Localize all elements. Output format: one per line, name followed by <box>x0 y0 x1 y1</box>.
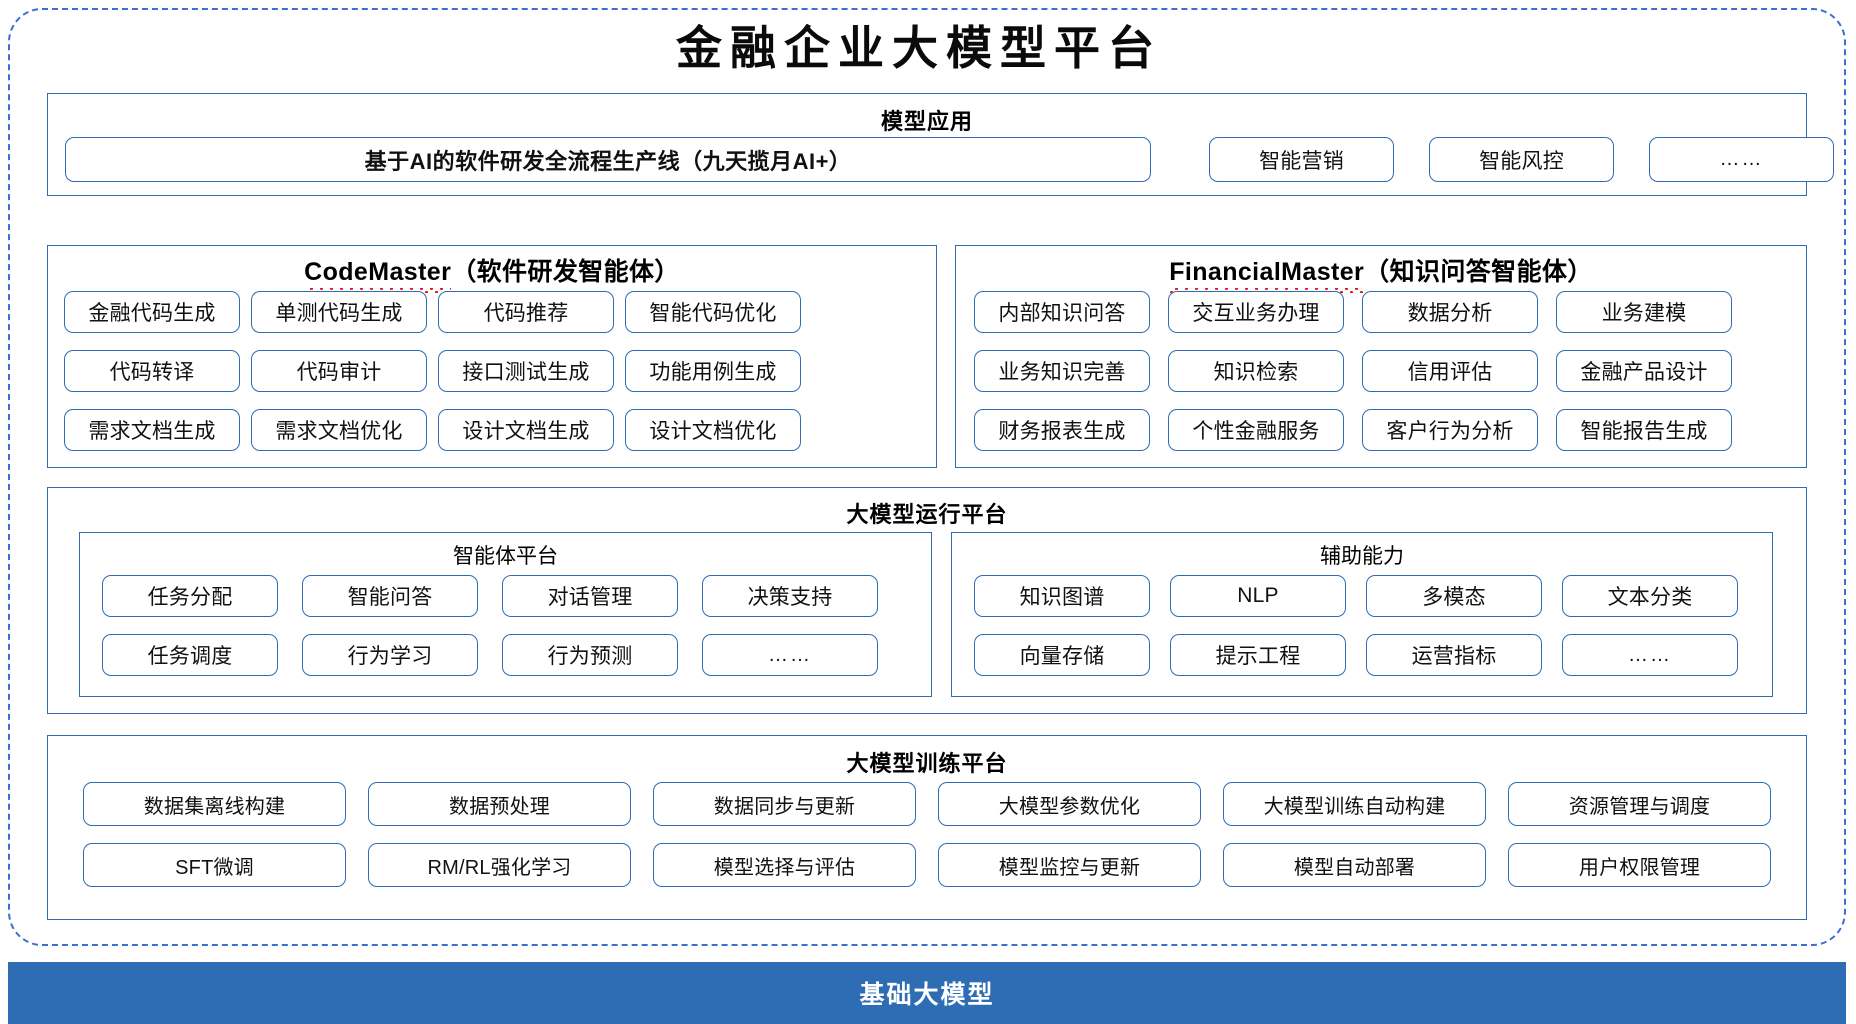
app-item-smart-marketing[interactable]: 智能营销 <box>1209 137 1394 182</box>
financialmaster-item[interactable]: 金融产品设计 <box>1556 350 1732 392</box>
agent-platform-item[interactable]: 智能问答 <box>302 575 478 617</box>
auxiliary-item[interactable]: 文本分类 <box>1562 575 1738 617</box>
training-item[interactable]: 用户权限管理 <box>1508 843 1771 887</box>
section-training-platform: 大模型训练平台 数据集离线构建 数据预处理 数据同步与更新 大模型参数优化 大模… <box>47 735 1807 920</box>
training-item[interactable]: 资源管理与调度 <box>1508 782 1771 826</box>
financialmaster-item[interactable]: 数据分析 <box>1362 291 1538 333</box>
financialmaster-item[interactable]: 业务建模 <box>1556 291 1732 333</box>
app-item-more[interactable]: …… <box>1649 137 1834 182</box>
section-model-application: 模型应用 基于AI的软件研发全流程生产线（九天揽月AI+） 智能营销 智能风控 … <box>47 93 1834 196</box>
agent-platform-item[interactable]: 任务调度 <box>102 634 278 676</box>
app-item-smart-risk-control[interactable]: 智能风控 <box>1429 137 1614 182</box>
auxiliary-item[interactable]: 向量存储 <box>974 634 1150 676</box>
subpanel-agent-platform: 智能体平台 任务分配 智能问答 对话管理 决策支持 任务调度 行为学习 行为预测… <box>79 532 932 697</box>
agent-codemaster-name-en: CodeMaster <box>304 258 452 293</box>
agent-codemaster-name-cn: （软件研发智能体） <box>451 258 680 286</box>
auxiliary-item[interactable]: 知识图谱 <box>974 575 1150 617</box>
training-item[interactable]: 模型自动部署 <box>1223 843 1486 887</box>
codemaster-item[interactable]: 代码审计 <box>251 350 427 392</box>
training-item[interactable]: 数据同步与更新 <box>653 782 916 826</box>
financialmaster-item[interactable]: 智能报告生成 <box>1556 409 1732 451</box>
app-item-ai-pipeline[interactable]: 基于AI的软件研发全流程生产线（九天揽月AI+） <box>65 137 1151 182</box>
training-item[interactable]: 模型选择与评估 <box>653 843 916 887</box>
codemaster-item[interactable]: 代码转译 <box>64 350 240 392</box>
training-item[interactable]: SFT微调 <box>83 843 346 887</box>
agent-financialmaster-name-cn: （知识问答智能体） <box>1364 258 1593 286</box>
financialmaster-item[interactable]: 个性金融服务 <box>1168 409 1344 451</box>
codemaster-item[interactable]: 需求文档优化 <box>251 409 427 451</box>
section-training-platform-heading: 大模型训练平台 <box>846 751 1008 776</box>
subpanel-agent-platform-heading: 智能体平台 <box>453 545 558 568</box>
agent-codemaster-title: CodeMaster（软件研发智能体） <box>47 252 937 293</box>
agent-platform-item[interactable]: 任务分配 <box>102 575 278 617</box>
training-item[interactable]: 大模型训练自动构建 <box>1223 782 1486 826</box>
financialmaster-item[interactable]: 客户行为分析 <box>1362 409 1538 451</box>
codemaster-item[interactable]: 设计文档优化 <box>625 409 801 451</box>
section-model-application-heading: 模型应用 <box>880 109 973 134</box>
financialmaster-item[interactable]: 知识检索 <box>1168 350 1344 392</box>
training-item[interactable]: 模型监控与更新 <box>938 843 1201 887</box>
section-runtime-platform: 大模型运行平台 智能体平台 任务分配 智能问答 对话管理 决策支持 任务调度 行… <box>47 487 1807 714</box>
agent-platform-item[interactable]: 行为学习 <box>302 634 478 676</box>
auxiliary-item-more[interactable]: …… <box>1562 634 1738 676</box>
agent-financialmaster-name-en: FinancialMaster <box>1169 258 1365 293</box>
base-model-label: 基础大模型 <box>859 981 995 1009</box>
financialmaster-item[interactable]: 内部知识问答 <box>974 291 1150 333</box>
agent-platform-item-more[interactable]: …… <box>702 634 878 676</box>
financialmaster-item[interactable]: 交互业务办理 <box>1168 291 1344 333</box>
agent-platform-item[interactable]: 行为预测 <box>502 634 678 676</box>
section-runtime-platform-heading: 大模型运行平台 <box>846 502 1008 527</box>
subpanel-auxiliary-capability: 辅助能力 知识图谱 NLP 多模态 文本分类 向量存储 提示工程 运营指标 …… <box>951 532 1773 697</box>
agent-platform-item[interactable]: 对话管理 <box>502 575 678 617</box>
auxiliary-item[interactable]: 提示工程 <box>1170 634 1346 676</box>
agent-financialmaster-title: FinancialMaster（知识问答智能体） <box>955 252 1807 293</box>
codemaster-item[interactable]: 功能用例生成 <box>625 350 801 392</box>
codemaster-item[interactable]: 设计文档生成 <box>438 409 614 451</box>
training-item[interactable]: 大模型参数优化 <box>938 782 1201 826</box>
page-title: 金融企业大模型平台 <box>676 23 1162 74</box>
base-model-bar: 基础大模型 <box>8 962 1846 1024</box>
agent-platform-item[interactable]: 决策支持 <box>702 575 878 617</box>
codemaster-item[interactable]: 智能代码优化 <box>625 291 801 333</box>
financialmaster-item[interactable]: 信用评估 <box>1362 350 1538 392</box>
codemaster-item[interactable]: 需求文档生成 <box>64 409 240 451</box>
auxiliary-item[interactable]: NLP <box>1170 575 1346 617</box>
auxiliary-item[interactable]: 运营指标 <box>1366 634 1542 676</box>
codemaster-item[interactable]: 金融代码生成 <box>64 291 240 333</box>
financialmaster-item[interactable]: 财务报表生成 <box>974 409 1150 451</box>
subpanel-auxiliary-capability-heading: 辅助能力 <box>1320 545 1404 568</box>
training-item[interactable]: RM/RL强化学习 <box>368 843 631 887</box>
training-item[interactable]: 数据集离线构建 <box>83 782 346 826</box>
training-item[interactable]: 数据预处理 <box>368 782 631 826</box>
codemaster-item[interactable]: 接口测试生成 <box>438 350 614 392</box>
codemaster-item[interactable]: 单测代码生成 <box>251 291 427 333</box>
auxiliary-item[interactable]: 多模态 <box>1366 575 1542 617</box>
codemaster-item[interactable]: 代码推荐 <box>438 291 614 333</box>
financialmaster-item[interactable]: 业务知识完善 <box>974 350 1150 392</box>
